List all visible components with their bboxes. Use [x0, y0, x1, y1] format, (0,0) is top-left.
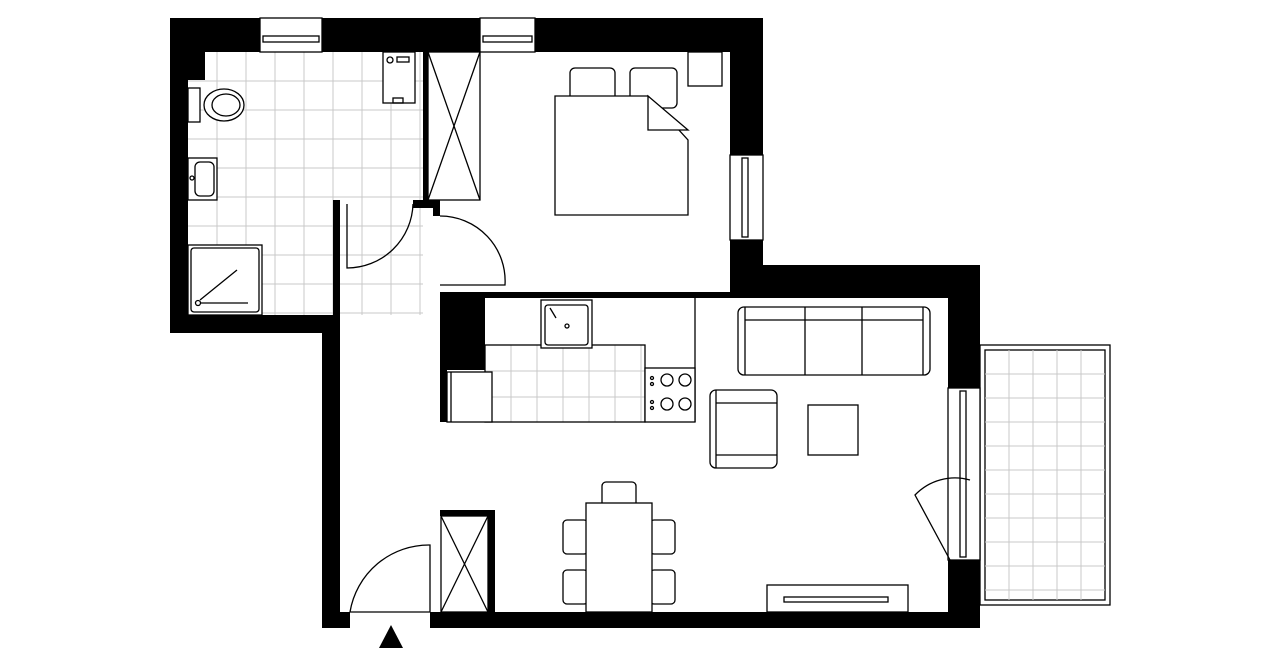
washing-machine — [382, 51, 416, 104]
double-bed — [554, 51, 723, 216]
dining-set — [562, 481, 676, 613]
hall-wardrobe — [440, 515, 489, 613]
bedroom-wardrobe — [427, 51, 481, 201]
entrance-arrow-icon — [379, 625, 403, 648]
bathroom-tile-floor — [188, 52, 423, 315]
windows — [259, 17, 981, 561]
doors — [346, 203, 971, 613]
washbasin — [187, 157, 218, 201]
shower — [187, 244, 263, 316]
tv-unit — [766, 584, 909, 613]
walls — [170, 18, 980, 628]
balcony — [979, 344, 1111, 606]
armchair — [709, 389, 778, 469]
kitchen-tile-backsplash — [485, 345, 645, 422]
kitchen — [446, 298, 696, 423]
sofa — [737, 306, 931, 376]
coffee-table — [807, 404, 859, 456]
toilet — [187, 87, 245, 123]
